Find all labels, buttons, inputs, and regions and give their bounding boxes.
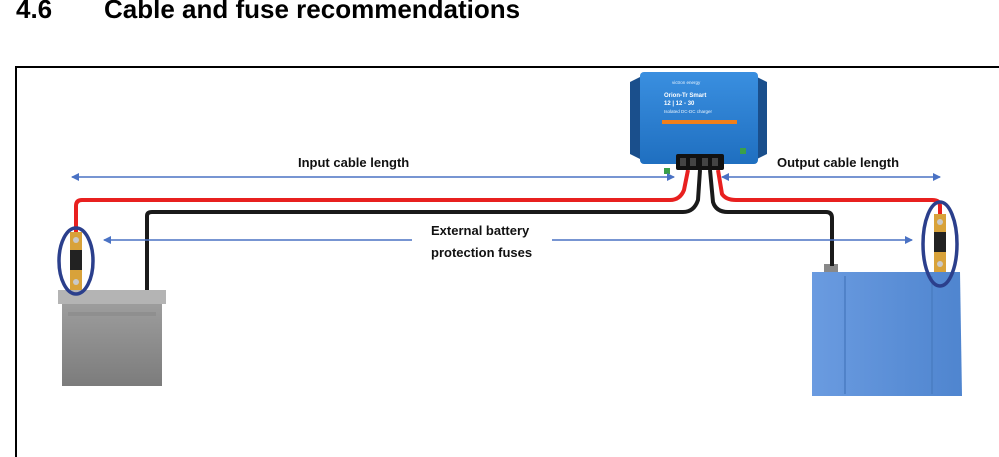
left-fuse [70, 232, 82, 290]
output-cable-length-label: Output cable length [777, 155, 899, 170]
charger-body [640, 72, 758, 164]
fuse-label-line1: External battery [431, 223, 530, 238]
figure-frame [15, 66, 999, 457]
section-title: Cable and fuse recommendations [104, 0, 521, 24]
left-fuse-ring [57, 226, 95, 296]
right-battery [812, 264, 962, 396]
fuse-label-line2: protection fuses [431, 245, 532, 260]
left-battery [58, 290, 166, 386]
right-battery-body [812, 272, 962, 396]
charger-model-line2: 12 | 12 - 30 [664, 101, 695, 107]
input-cable-length-label: Input cable length [298, 155, 409, 170]
charger-brand: victron energy [672, 80, 701, 85]
right-fuse-ring [921, 200, 959, 288]
left-battery-body [62, 296, 162, 386]
output-negative-cable [708, 169, 834, 266]
charger-model-line1: Orion-Tr Smart [664, 93, 706, 99]
left-battery-lid [58, 290, 166, 304]
input-negative-cable [145, 169, 702, 290]
section-number: 4.6 [16, 0, 53, 24]
orion-charger: victron energy Orion-Tr Smart 12 | 12 - … [630, 72, 767, 174]
section-heading: 4.6 Cable and fuse recommendations [16, 0, 520, 26]
charger-model-line3: Isolated DC-DC charger [664, 109, 713, 114]
input-positive-cable [74, 169, 690, 240]
right-fuse [934, 214, 946, 272]
